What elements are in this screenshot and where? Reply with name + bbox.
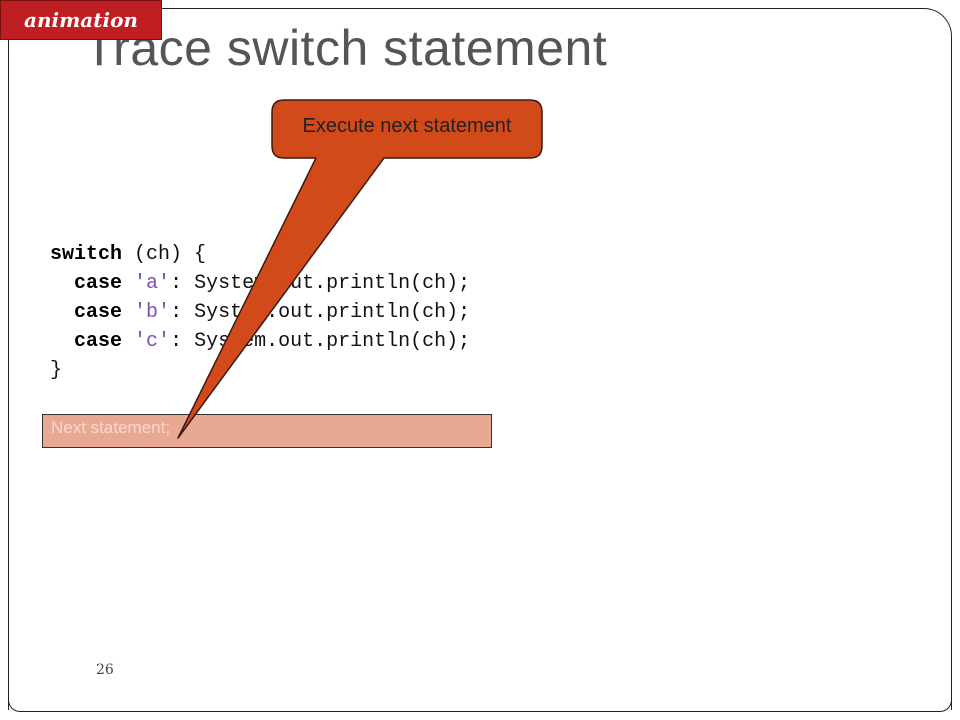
char-literal: 'c'	[134, 330, 171, 353]
keyword-case: case	[74, 330, 123, 353]
code-line-5: }	[50, 359, 63, 382]
keyword-case: case	[74, 301, 123, 324]
code-line-4: case 'c': System.out.println(ch);	[50, 327, 470, 356]
char-literal: 'a'	[134, 272, 171, 295]
animation-badge: animation	[0, 0, 162, 40]
char-literal: 'b'	[134, 301, 171, 324]
code-line-1: switch (ch) {	[50, 240, 470, 269]
callout-bubble	[177, 99, 543, 439]
page-number: 26	[96, 662, 114, 678]
keyword-switch: switch	[50, 243, 123, 266]
code-text: (ch) {	[122, 243, 207, 266]
next-statement-highlight: Next statement;	[42, 414, 492, 448]
slide-title: Trace switch statement	[84, 20, 608, 76]
callout-text: Execute next statement	[302, 115, 512, 137]
code-text: : System.out.println(ch);	[170, 330, 471, 353]
keyword-case: case	[74, 272, 123, 295]
